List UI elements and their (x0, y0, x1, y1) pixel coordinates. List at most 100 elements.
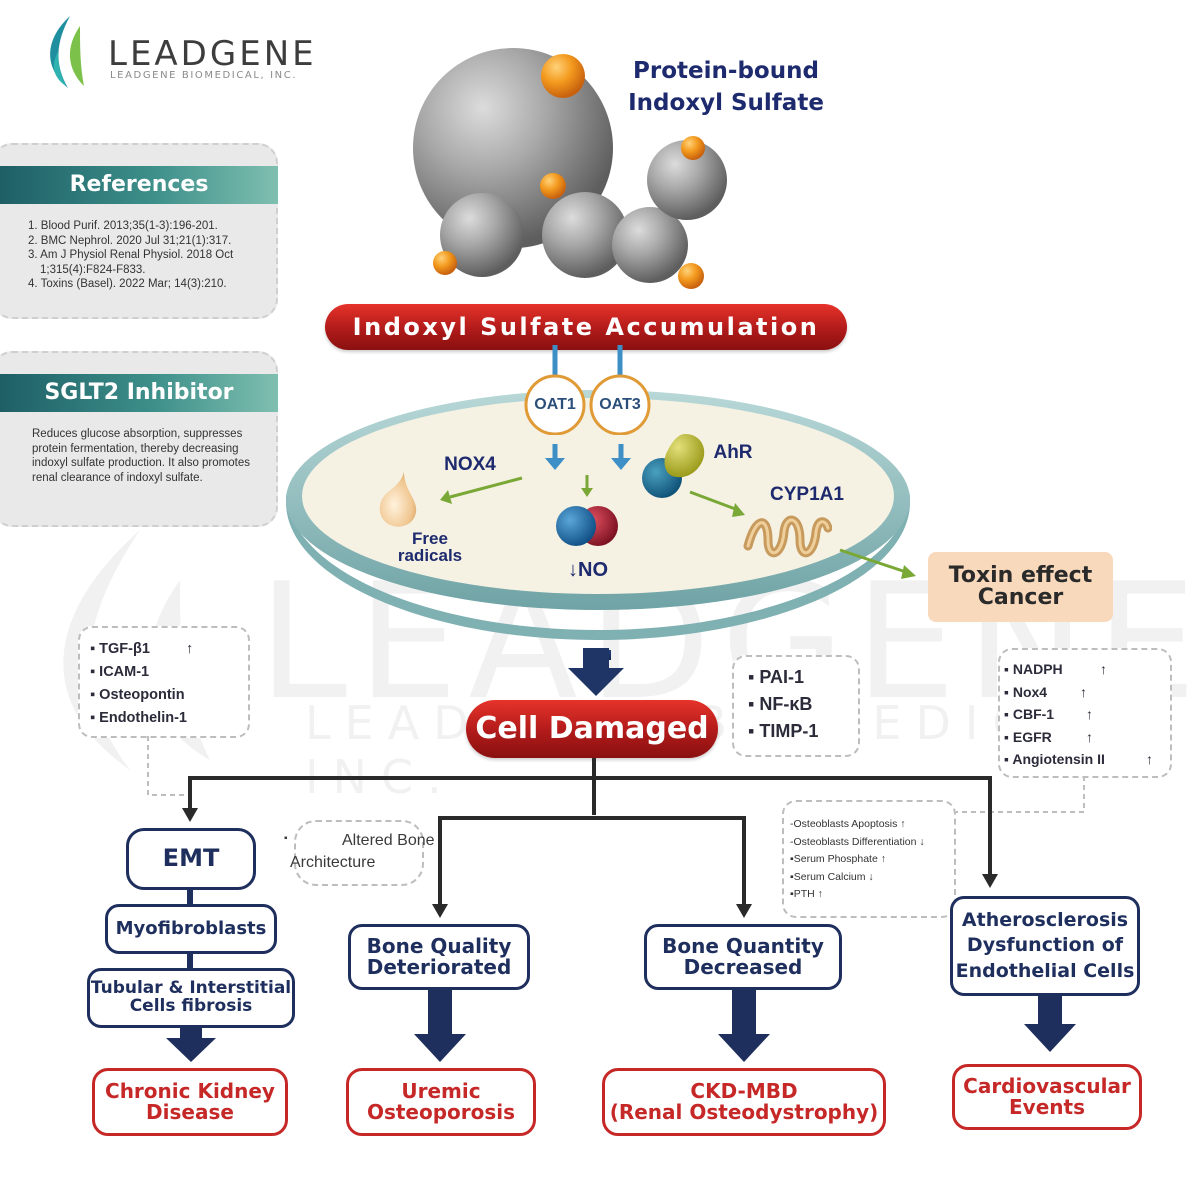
myofibroblasts-box: Myofibroblasts (105, 904, 277, 954)
ahr-label: AhR (713, 442, 753, 463)
marker-label: TIMP-1 (759, 721, 819, 741)
marker-label: Nox4 (1012, 683, 1048, 700)
osteo-item: ▪Serum Phosphate ↑ (790, 853, 886, 865)
osteo-item-text: Osteoblasts Differentiation ↓ (793, 835, 925, 848)
reference-item: 4. Toxins (Basel). 2022 Mar; 14(3):210. (28, 278, 227, 290)
osteo-item: ▪PTH ↑ (790, 888, 823, 900)
references-list: 1. Blood Purif. 2013;35(1-3):196-201. 2.… (22, 219, 268, 292)
marker-item: ▪ EGFR↑ (1004, 726, 1105, 749)
nox4-label: NOX4 (444, 454, 496, 475)
sglt2-heading: SGLT2 Inhibitor (0, 374, 278, 412)
marker-item: ▪ NADPH↑ (1004, 658, 1107, 681)
marker-item: ▪ Nox4↑ (1004, 681, 1105, 704)
toxin-effect-line2: Cancer (977, 585, 1064, 610)
atherosclerosis-line2: Dysfunction of (966, 934, 1124, 957)
bone-architecture-bullet: ▪ (284, 833, 288, 844)
oat1-label: OAT1 (534, 396, 576, 413)
ckd-outcome-box: Chronic Kidney Disease (92, 1068, 288, 1136)
ahr-receptor-icon (642, 434, 705, 498)
bone-quality-line1: Bone Quality (366, 934, 512, 958)
reference-item: 2. BMC Nephrol. 2020 Jul 31;21(1):317. (28, 234, 232, 247)
uremic-outcome-box: Uremic Osteoporosis (346, 1068, 536, 1136)
markers-right-box (998, 648, 1172, 778)
marker-item: ▪ PAI-1 (748, 667, 805, 687)
marker-label: ICAM-1 (99, 664, 150, 680)
markers-right-list: ▪ NADPH↑ ▪ Nox4↑ ▪ CBF-1↑ ▪ EGFR↑ ▪ Angi… (1004, 658, 1153, 771)
markers-left-box (78, 626, 250, 738)
uremic-outcome-line1: Uremic (401, 1079, 481, 1103)
marker-label: Endothelin-1 (99, 710, 187, 726)
myofibroblasts-label: Myofibroblasts (115, 917, 267, 939)
markers-left-list: ▪ TGF-β1↑ ▪ ICAM-1 ▪ Osteopontin ▪ Endot… (90, 638, 193, 730)
logo-name: LEADGENE (108, 34, 317, 74)
accumulation-pill: Indoxyl Sulfate Accumulation (325, 304, 847, 350)
droplet-icon (379, 472, 417, 527)
free-radicals-line2: radicals (397, 546, 463, 565)
molecule-title: Protein-bound Indoxyl Sulfate (598, 55, 854, 119)
marker-label: Angiotensin II (1012, 751, 1105, 767)
bone-quantity-line1: Bone Quantity (662, 934, 824, 958)
ckd-mbd-outcome-box: CKD-MBD (Renal Osteodystrophy) (602, 1068, 886, 1136)
ckd-mbd-outcome-line1: CKD-MBD (690, 1079, 798, 1103)
marker-item: ▪ TIMP-1 (748, 721, 819, 741)
free-radicals-line1: Free (412, 529, 448, 548)
cell-damaged-pill: Cell Damaged (466, 700, 718, 758)
marker-arrow: ↑ (1080, 683, 1087, 700)
leaf-logo-icon (50, 16, 84, 88)
emt-box: EMT (126, 828, 256, 890)
sglt2-description: Reduces glucose absorption, suppresses p… (32, 428, 250, 484)
atherosclerosis-line1: Atherosclerosis (961, 908, 1129, 931)
markers-mid-list: ▪ PAI-1 ▪ NF-κB ▪ TIMP-1 (748, 664, 818, 745)
marker-item: ▪ ICAM-1 (90, 664, 150, 680)
bone-quality-line2: Deteriorated (366, 955, 512, 979)
marker-arrow: ↑ (1100, 661, 1107, 677)
osteo-markers-list: -Osteoblasts Apoptosis ↑ -Osteoblasts Di… (790, 816, 925, 904)
marker-label: EGFR (1012, 728, 1052, 745)
markers-mid-box (732, 655, 860, 757)
marker-item: ▪ Osteopontin (90, 687, 185, 703)
osteo-item: ▪Serum Calcium ↓ (790, 870, 874, 883)
marker-label: CBF-1 (1012, 706, 1055, 722)
cardiovascular-outcome-line2: Events (1009, 1095, 1085, 1119)
toxin-effect-box: Toxin effect Cancer (928, 552, 1113, 622)
bone-architecture-line2: Architecture (290, 854, 376, 871)
marker-item: ▪ TGF-β1↑ (90, 638, 193, 661)
bone-architecture-label: ▪ Altered Bone Architecture (284, 830, 444, 874)
fibrosis-line2: Cells fibrosis (129, 996, 253, 1016)
oat3-label: OAT3 (599, 396, 641, 413)
fibrosis-line1: Tubular & Interstitial (90, 978, 292, 999)
uremic-outcome-line2: Osteoporosis (366, 1100, 516, 1124)
osteo-item: -Osteoblasts Differentiation ↓ (790, 835, 925, 848)
marker-item: ▪ NF-κB (748, 694, 813, 714)
osteo-item-text: Serum Phosphate ↑ (793, 853, 886, 865)
osteo-item-text: Serum Calcium ↓ (793, 870, 874, 883)
accumulation-label: Indoxyl Sulfate Accumulation (352, 313, 820, 341)
marker-item: ▪ CBF-1↑ (1004, 703, 1105, 726)
cyp1a1-helix-icon (743, 515, 832, 558)
molecule-cluster-icon (413, 48, 727, 289)
logo-subtitle: LEADGENE BIOMEDICAL, INC. (110, 70, 298, 81)
marker-arrow: ↑ (186, 641, 194, 657)
osteo-markers-box (782, 800, 956, 918)
atherosclerosis-box: Atherosclerosis Dysfunction of Endotheli… (950, 896, 1140, 996)
molecule-title-line1: Protein-bound (633, 58, 819, 84)
marker-label: TGF-β1 (99, 641, 150, 657)
ckd-outcome-line2: Disease (146, 1100, 234, 1124)
transporter-icons (524, 345, 651, 435)
osteo-item-text: PTH ↑ (793, 888, 823, 900)
cardiovascular-outcome-box: Cardiovascular Events (952, 1064, 1142, 1130)
marker-arrow: ↑ (1086, 706, 1093, 722)
no-label: ↓NO (568, 559, 608, 581)
bone-architecture-box (294, 820, 424, 886)
molecule-title-line2: Indoxyl Sulfate (628, 90, 824, 116)
reference-item: 3. Am J Physiol Renal Physiol. 2018 Oct … (28, 249, 234, 276)
marker-label: PAI-1 (759, 667, 805, 687)
cell-damaged-label: Cell Damaged (475, 711, 709, 746)
references-heading: References (0, 166, 278, 204)
ckd-outcome-line1: Chronic Kidney (105, 1079, 275, 1103)
bone-quantity-line2: Decreased (683, 955, 803, 979)
marker-label: NADPH (1012, 661, 1063, 677)
bone-architecture-text1: Altered Bone (342, 832, 435, 849)
